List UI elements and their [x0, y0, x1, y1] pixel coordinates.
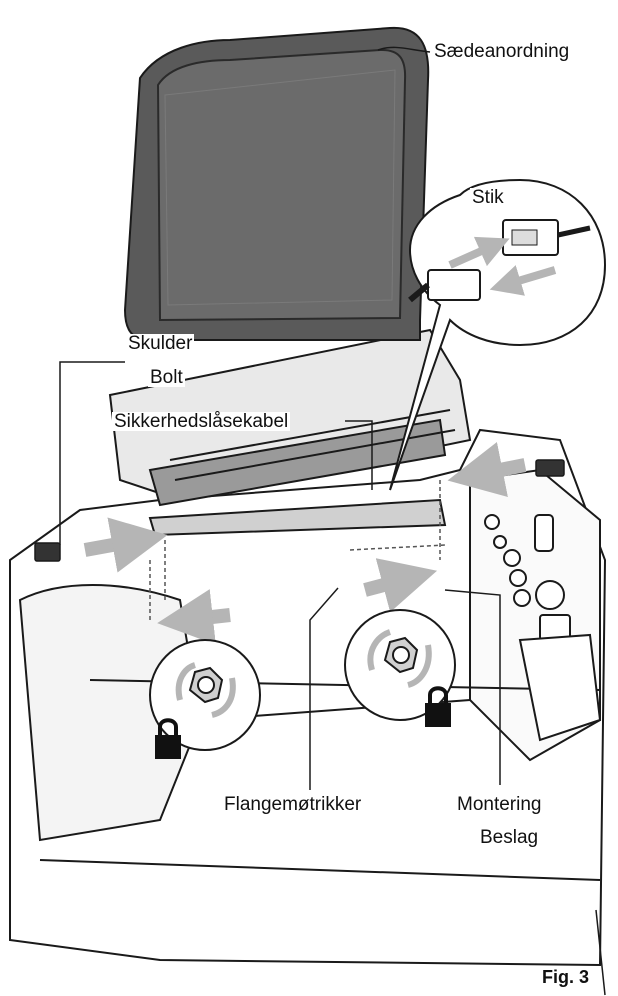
label-bracket: Beslag [478, 827, 541, 848]
seat-assembly [123, 26, 430, 341]
label-seat-assembly: Sædeanordning [432, 41, 572, 62]
shoulder-bolt-icon [34, 459, 565, 562]
label-mounting: Montering [455, 794, 544, 815]
lock-icon [155, 718, 181, 759]
flange-nut-detail-left [149, 639, 261, 759]
label-flange-nuts: Flangemøtrikker [222, 794, 364, 815]
label-safety-cable: Sikkerhedslåsekabel [112, 411, 291, 432]
label-bolt: Bolt [148, 367, 185, 388]
label-connector: Stik [470, 187, 506, 208]
connector-callout [389, 178, 607, 491]
label-shoulder: Skulder [126, 333, 195, 354]
connector-male-icon [427, 269, 481, 301]
leader-lines [59, 46, 606, 996]
flange-nut-detail-right [344, 609, 456, 727]
figure-number: Fig. 3 [540, 967, 592, 987]
direction-arrows [83, 442, 527, 645]
dashed-guides [149, 480, 446, 620]
control-panel [484, 514, 602, 742]
lock-icon [425, 686, 451, 727]
